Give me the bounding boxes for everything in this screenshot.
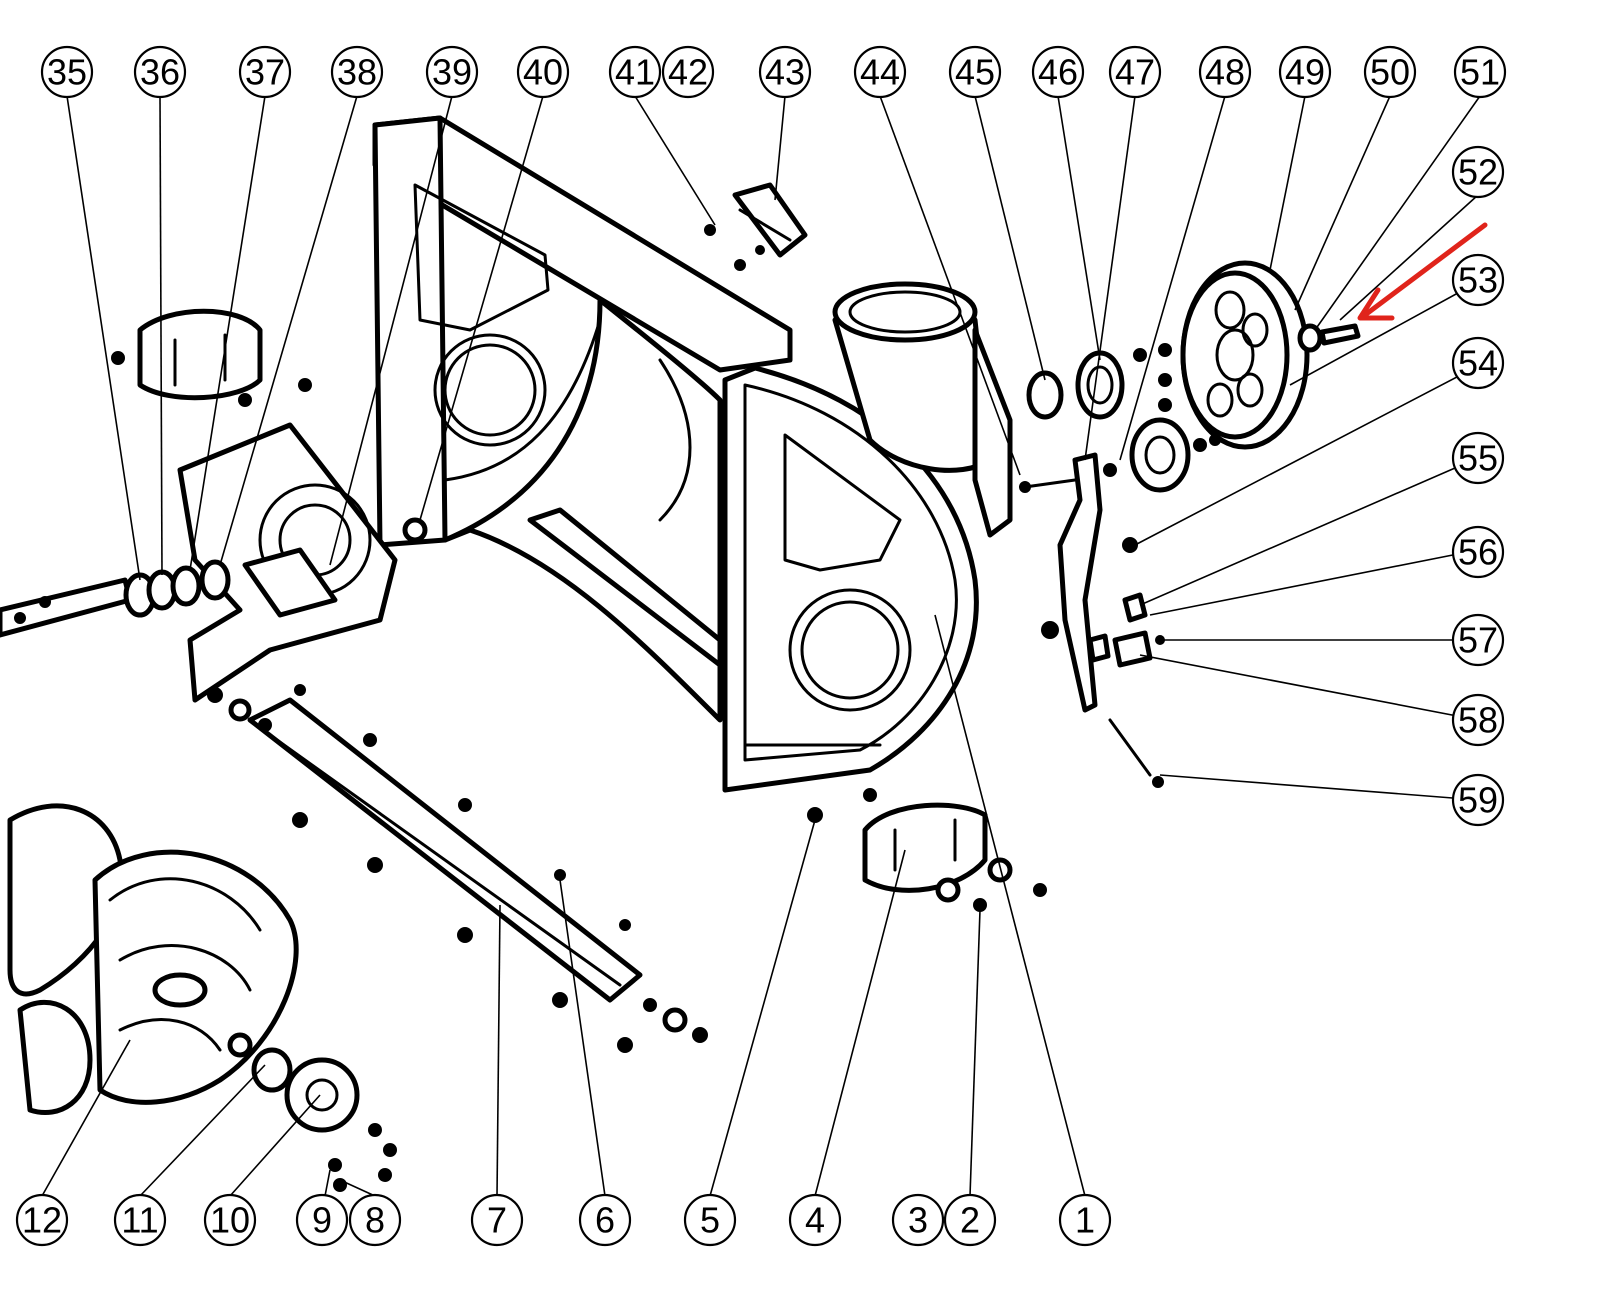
callout-55: 55: [1451, 431, 1505, 485]
svg-text:9: 9: [312, 1200, 332, 1241]
svg-text:48: 48: [1205, 52, 1245, 93]
svg-text:55: 55: [1458, 438, 1498, 479]
callout-43: 43: [758, 45, 812, 99]
auger-housing: [372, 115, 1013, 793]
callout-58: 58: [1451, 693, 1505, 747]
svg-text:5: 5: [700, 1200, 720, 1241]
svg-text:10: 10: [210, 1200, 250, 1241]
callout-36: 36: [133, 45, 187, 99]
svg-text:41: 41: [615, 52, 655, 93]
svg-text:46: 46: [1038, 52, 1078, 93]
callout-53: 53: [1451, 253, 1505, 307]
svg-text:40: 40: [523, 52, 563, 93]
idler-bracket: [1019, 452, 1103, 713]
callout-39: 39: [425, 45, 479, 99]
callout-57: 57: [1451, 613, 1505, 667]
svg-text:57: 57: [1458, 620, 1498, 661]
pulley-bearings: [1026, 350, 1191, 493]
svg-text:2: 2: [960, 1200, 980, 1241]
callout-41: 41: [608, 45, 662, 99]
leader-lines: [41, 95, 1481, 1197]
svg-text:51: 51: [1460, 52, 1500, 93]
callout-54: 54: [1451, 336, 1505, 390]
callout-12: 12: [15, 1193, 69, 1247]
svg-text:3: 3: [908, 1200, 928, 1241]
callout-6: 6: [578, 1193, 632, 1247]
svg-text:58: 58: [1458, 700, 1498, 741]
callout-7: 7: [470, 1193, 524, 1247]
callout-46: 46: [1031, 45, 1085, 99]
skid-shoe-left: [137, 308, 263, 401]
svg-text:4: 4: [805, 1200, 825, 1241]
svg-text:43: 43: [765, 52, 805, 93]
pulley: [1180, 260, 1361, 450]
callout-48: 48: [1198, 45, 1252, 99]
callout-42: 42: [661, 45, 715, 99]
svg-text:38: 38: [337, 52, 377, 93]
shaft-bearings: [123, 559, 231, 618]
svg-text:12: 12: [22, 1200, 62, 1241]
callout-4: 4: [788, 1193, 842, 1247]
callout-59: 59: [1451, 773, 1505, 827]
auger-shaft: [0, 577, 133, 638]
svg-text:35: 35: [47, 52, 87, 93]
callout-2: 2: [943, 1193, 997, 1247]
svg-text:44: 44: [860, 52, 900, 93]
callout-3: 3: [891, 1193, 945, 1247]
auger-bearings: [227, 1032, 397, 1192]
svg-text:42: 42: [668, 52, 708, 93]
svg-text:52: 52: [1458, 152, 1498, 193]
scraper-bar: [247, 697, 643, 1003]
svg-text:6: 6: [595, 1200, 615, 1241]
callout-8: 8: [348, 1193, 402, 1247]
callout-38: 38: [330, 45, 384, 99]
svg-text:37: 37: [245, 52, 285, 93]
small-hardware: [1087, 592, 1165, 788]
callout-5: 5: [683, 1193, 737, 1247]
svg-text:1: 1: [1075, 1200, 1095, 1241]
svg-text:54: 54: [1458, 343, 1498, 384]
highlight-arrow: [1357, 222, 1488, 321]
fasteners: [111, 343, 1221, 1053]
chute-bracket: [704, 182, 808, 271]
svg-text:49: 49: [1285, 52, 1325, 93]
callout-35: 35: [40, 45, 94, 99]
callout-10: 10: [203, 1193, 257, 1247]
callout-50: 50: [1363, 45, 1417, 99]
callout-52: 52: [1451, 145, 1505, 199]
svg-text:36: 36: [140, 52, 180, 93]
svg-text:11: 11: [121, 1200, 158, 1241]
svg-text:47: 47: [1115, 52, 1155, 93]
callout-47: 47: [1108, 45, 1162, 99]
callout-9: 9: [295, 1193, 349, 1247]
svg-text:50: 50: [1370, 52, 1410, 93]
callout-45: 45: [948, 45, 1002, 99]
svg-text:53: 53: [1458, 260, 1498, 301]
callout-49: 49: [1278, 45, 1332, 99]
callout-1: 1: [1058, 1193, 1112, 1247]
svg-text:39: 39: [432, 52, 472, 93]
svg-text:45: 45: [955, 52, 995, 93]
callout-56: 56: [1451, 525, 1505, 579]
callout-11: 11: [113, 1193, 167, 1247]
skid-shoe-lower: [862, 802, 988, 893]
callout-44: 44: [853, 45, 907, 99]
svg-text:56: 56: [1458, 532, 1498, 573]
callout-40: 40: [516, 45, 570, 99]
callout-37: 37: [238, 45, 292, 99]
svg-text:59: 59: [1458, 780, 1498, 821]
callout-51: 51: [1453, 45, 1507, 99]
svg-text:8: 8: [365, 1200, 385, 1241]
svg-text:7: 7: [487, 1200, 507, 1241]
